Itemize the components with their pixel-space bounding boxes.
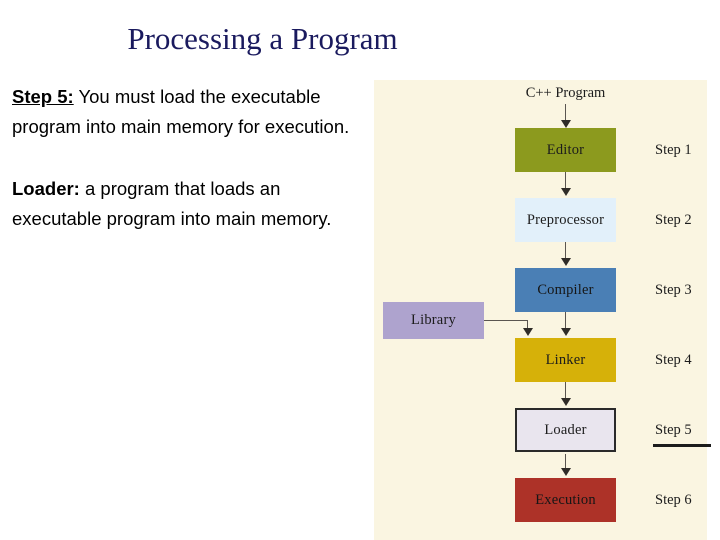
paragraph-step5-lead: Step 5: [12, 86, 74, 107]
step-label-3: Step 3 [655, 282, 692, 298]
arrow-library-to-linker-vertical [527, 320, 528, 329]
arrow-linker-to-loader-head [561, 398, 571, 406]
paragraph-loader-lead: Loader: [12, 178, 80, 199]
arrow-preprocessor-to-compiler-head [561, 258, 571, 266]
diagram-box-library: Library [383, 302, 484, 339]
arrow-preprocessor-to-compiler-line [565, 242, 566, 259]
diagram-source-label: C++ Program [525, 85, 606, 101]
paragraph-spacer [12, 142, 370, 174]
arrow-loader-to-execution-head [561, 468, 571, 476]
arrow-editor-to-preprocessor-line [565, 172, 566, 189]
diagram-box-preprocessor: Preprocessor [515, 198, 616, 242]
step-label-5: Step 5 [655, 422, 692, 438]
arrow-library-to-linker-horizontal [484, 320, 528, 321]
paragraph-step5: Step 5: You must load the executable pro… [12, 82, 370, 142]
diagram-box-execution: Execution [515, 478, 616, 522]
diagram-box-editor: Editor [515, 128, 616, 172]
arrow-source-to-editor-head [561, 120, 571, 128]
diagram-box-compiler: Compiler [515, 268, 616, 312]
arrow-source-to-editor-line [565, 104, 566, 121]
step-label-2: Step 2 [655, 212, 692, 228]
arrow-library-to-linker-head [523, 328, 533, 336]
paragraph-loader: Loader: a program that loads an executab… [12, 174, 370, 234]
step-label-6: Step 6 [655, 492, 692, 508]
step-label-1: Step 1 [655, 142, 692, 158]
arrow-linker-to-loader-line [565, 382, 566, 399]
diagram-box-loader: Loader [515, 408, 616, 452]
body-text-block: Step 5: You must load the executable pro… [12, 82, 370, 234]
page-title: Processing a Program [127, 21, 398, 56]
arrow-compiler-to-linker-head [561, 328, 571, 336]
paragraph-step5-text: You must load the executable program int… [12, 86, 350, 137]
program-processing-diagram: C++ Program Editor Preprocessor Compiler… [374, 80, 711, 540]
arrow-compiler-to-linker-line [565, 312, 566, 329]
step-label-5-underline [653, 444, 711, 447]
diagram-box-linker: Linker [515, 338, 616, 382]
step-label-4: Step 4 [655, 352, 692, 368]
arrow-loader-to-execution-line [565, 454, 566, 469]
arrow-editor-to-preprocessor-head [561, 188, 571, 196]
paragraph-loader-text: a program that loads an executable progr… [12, 178, 332, 229]
